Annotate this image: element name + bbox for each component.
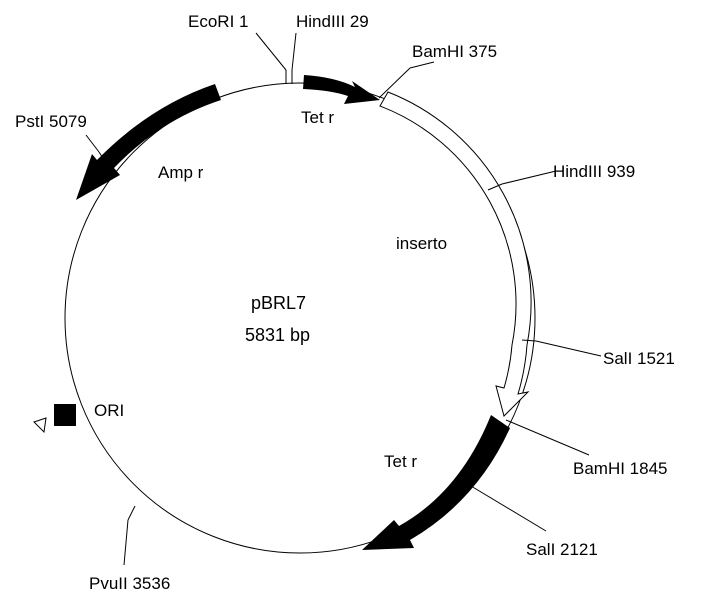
ecori-label: EcoRI 1 bbox=[188, 12, 248, 31]
psti-5079-leader bbox=[85, 134, 100, 153]
insert-label: inserto bbox=[396, 234, 447, 253]
psti-5079-label: PstI 5079 bbox=[15, 112, 87, 131]
pvuii-3536-tick bbox=[127, 505, 136, 521]
sali-2121-leader bbox=[465, 482, 547, 532]
hindiii-939-label: HindIII 939 bbox=[553, 162, 635, 181]
insert-arrow bbox=[379, 91, 532, 417]
bamhi-375-leader bbox=[378, 67, 411, 99]
tet-r-upper-label: Tet r bbox=[301, 108, 334, 127]
plasmid-name: pBRL7 bbox=[251, 293, 306, 313]
plasmid-backbone bbox=[64, 82, 536, 554]
tet-r-lower-label: Tet r bbox=[384, 452, 417, 471]
tet-r-lower-arrow bbox=[362, 415, 510, 550]
sali-2121-label: SalI 2121 bbox=[526, 540, 598, 559]
hindiii-939-tick bbox=[487, 183, 503, 191]
ori-block bbox=[54, 404, 76, 426]
hindiii-939-leader bbox=[501, 170, 557, 185]
pvuii-3536-label: PvuII 3536 bbox=[89, 574, 170, 593]
plasmid-size: 5831 bp bbox=[245, 325, 310, 345]
ori-label: ORI bbox=[94, 401, 124, 420]
sali-1521-leader bbox=[535, 340, 602, 357]
amp-r-label: Amp r bbox=[158, 163, 204, 182]
psti-5079-tick bbox=[98, 151, 109, 167]
hindiii-29-label: HindIII 29 bbox=[296, 12, 369, 31]
sali-1521-tick bbox=[521, 339, 537, 342]
ecori-hindiii-tick bbox=[255, 32, 297, 84]
bamhi-375-label: BamHI 375 bbox=[412, 42, 497, 61]
amp-r-arrow bbox=[76, 84, 221, 200]
ori-direction-marker bbox=[33, 417, 47, 434]
pvuii-3536-leader bbox=[123, 519, 129, 566]
tet-r-upper-arrow bbox=[303, 75, 380, 104]
bamhi-1845-leader bbox=[505, 419, 590, 456]
bamhi-1845-label: BamHI 1845 bbox=[573, 459, 668, 478]
sali-1521-label: SalI 1521 bbox=[603, 349, 675, 368]
